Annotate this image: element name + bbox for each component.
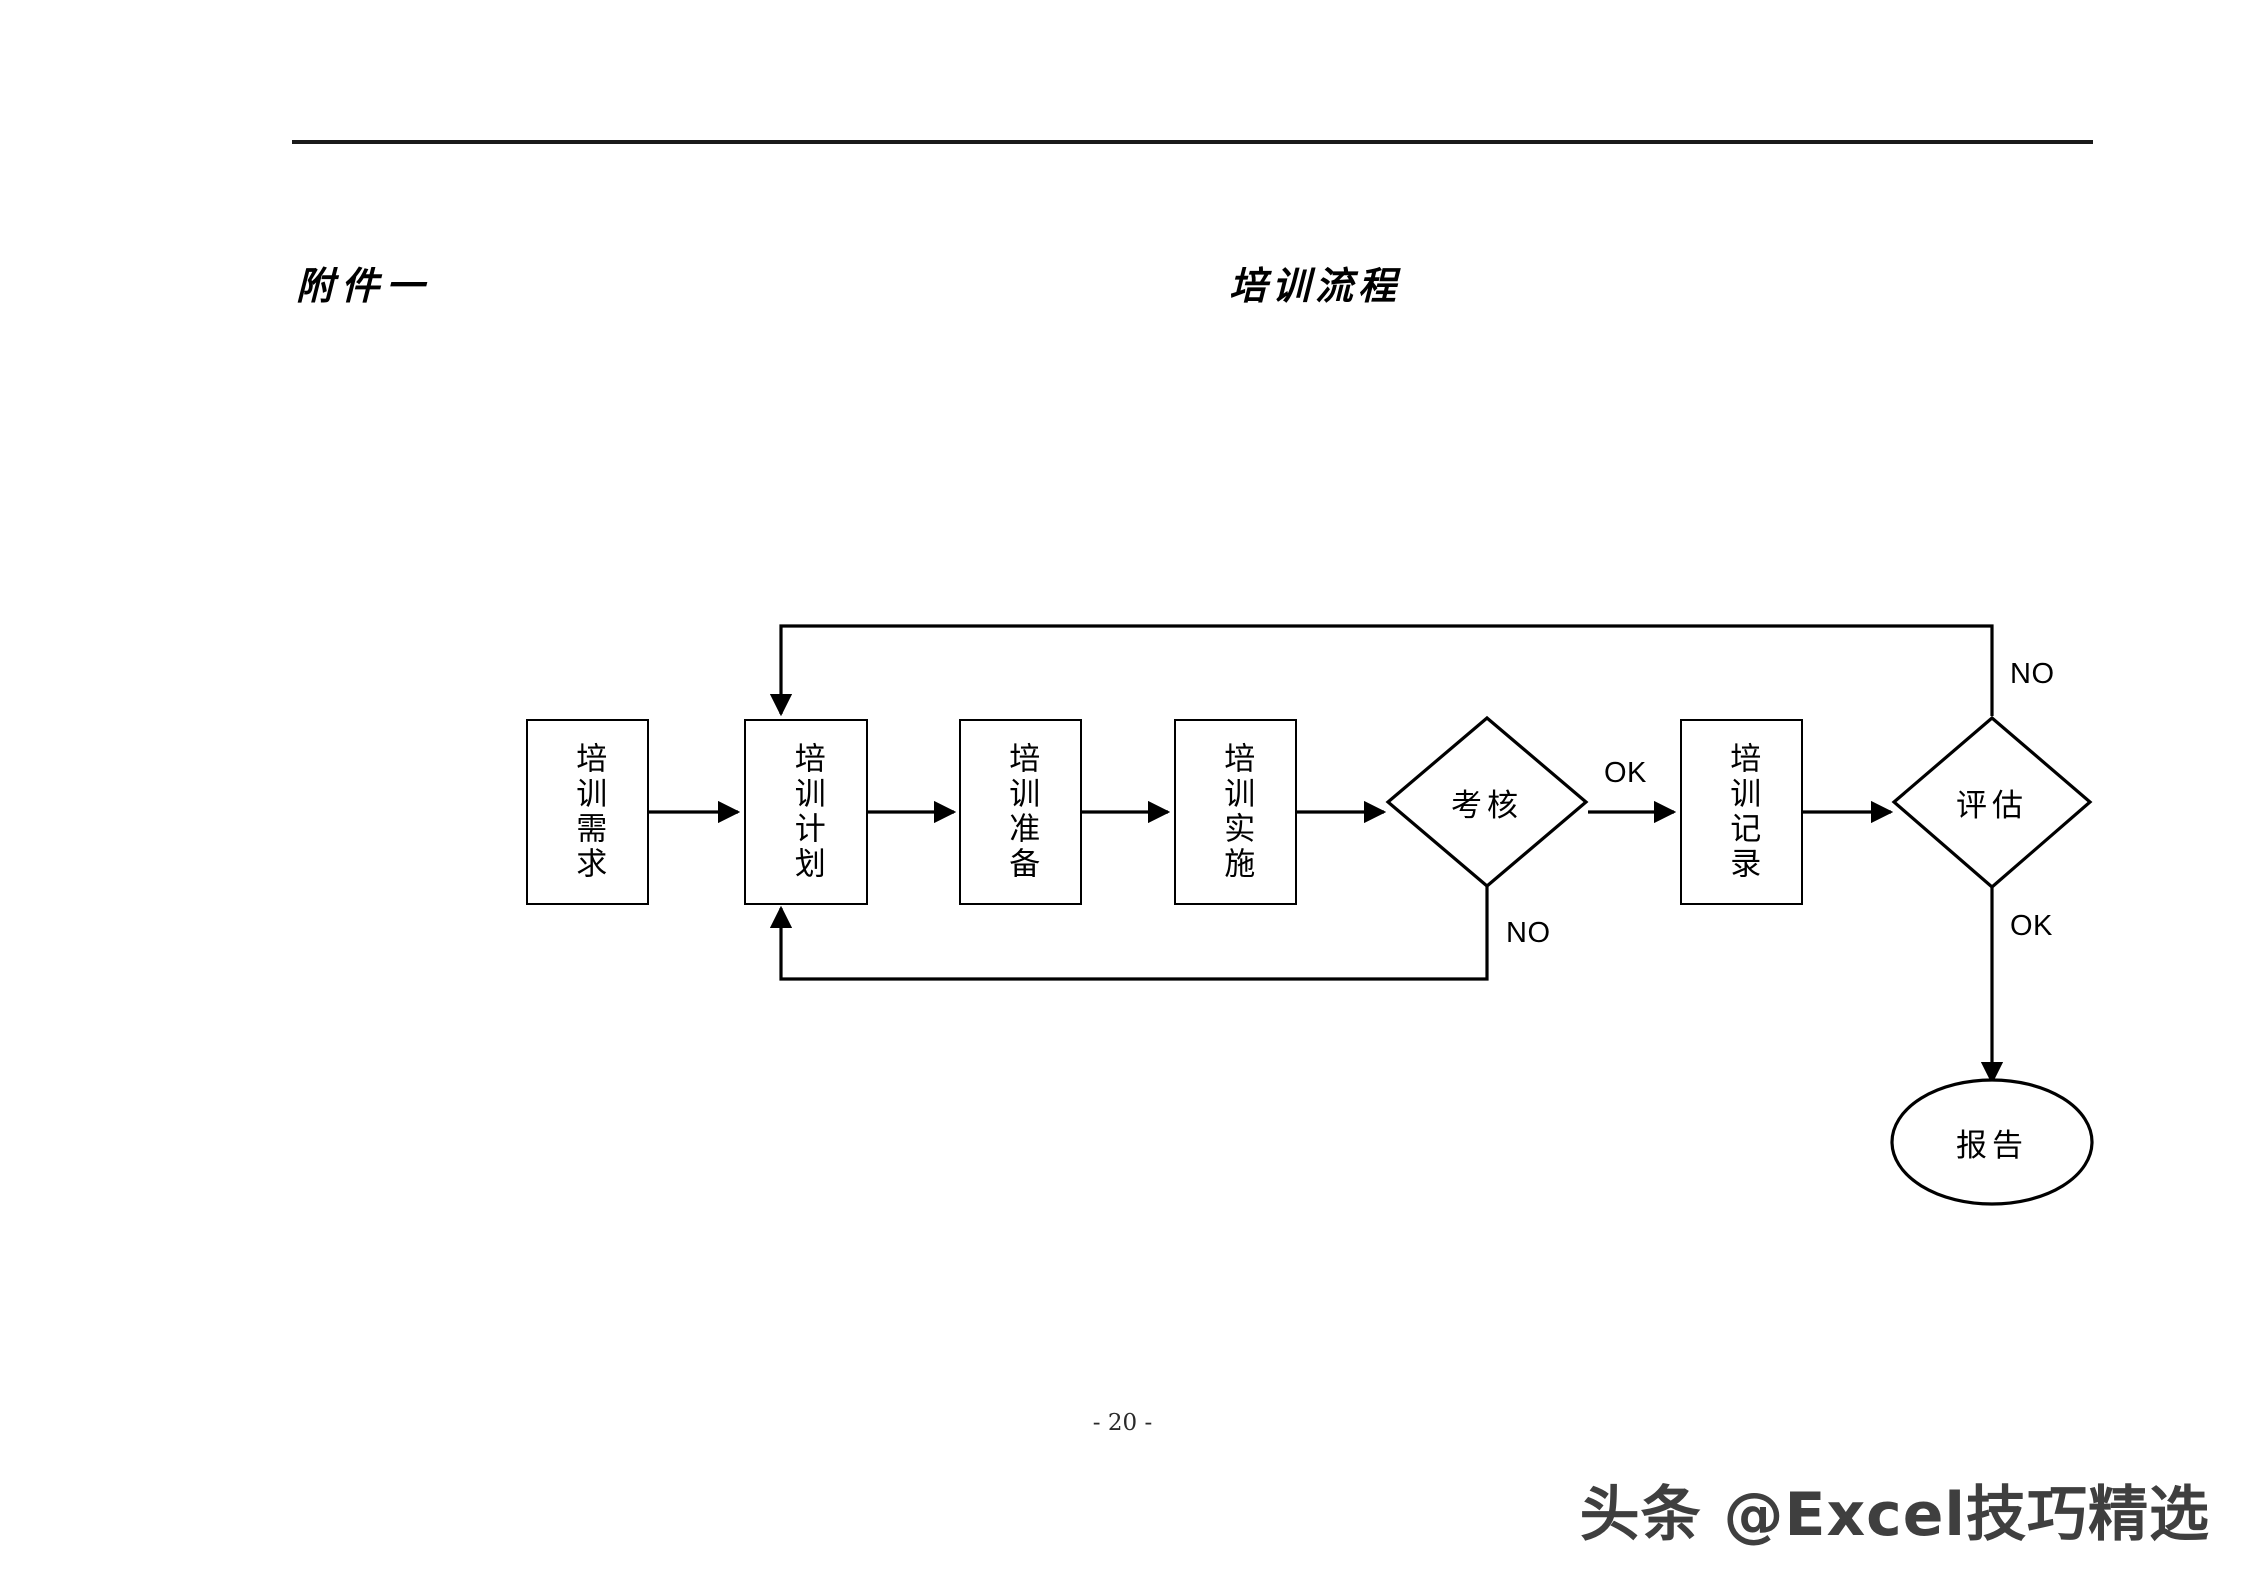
edge-evaluate-no-loop bbox=[769, 624, 1994, 717]
edge-label-evaluate-ok: OK bbox=[2010, 910, 2053, 942]
node-training-implementation[interactable]: 培训实施 bbox=[1174, 719, 1297, 905]
decision-assess-shape bbox=[1385, 715, 1589, 889]
node-training-plan[interactable]: 培训计划 bbox=[744, 719, 868, 905]
header-divider bbox=[292, 140, 2093, 144]
attachment-title: 附件一 bbox=[296, 263, 432, 308]
edge-label-evaluate-no: NO bbox=[2010, 658, 2055, 690]
page-number: - 20 - bbox=[1092, 1410, 1153, 1436]
edge-assess-no-loop bbox=[769, 886, 1489, 981]
decision-evaluate-shape bbox=[1891, 715, 2093, 890]
terminal-report-shape bbox=[1890, 1078, 2094, 1206]
watermark: 头条 @Excel技巧精选 bbox=[1579, 1480, 2210, 1550]
node-training-implementation-label: 培训实施 bbox=[1218, 742, 1255, 882]
node-training-record[interactable]: 培训记录 bbox=[1680, 719, 1803, 905]
page-title: 培训流程 bbox=[1229, 263, 1402, 308]
edge-label-assess-no: NO bbox=[1506, 917, 1551, 949]
node-training-preparation[interactable]: 培训准备 bbox=[959, 719, 1082, 905]
edge-label-assess-ok: OK bbox=[1604, 757, 1647, 789]
node-training-needs[interactable]: 培训需求 bbox=[526, 719, 649, 905]
node-training-plan-label: 培训计划 bbox=[788, 742, 825, 882]
node-training-needs-label: 培训需求 bbox=[570, 742, 607, 882]
node-training-preparation-label: 培训准备 bbox=[1003, 742, 1040, 882]
node-training-record-label: 培训记录 bbox=[1724, 742, 1761, 882]
